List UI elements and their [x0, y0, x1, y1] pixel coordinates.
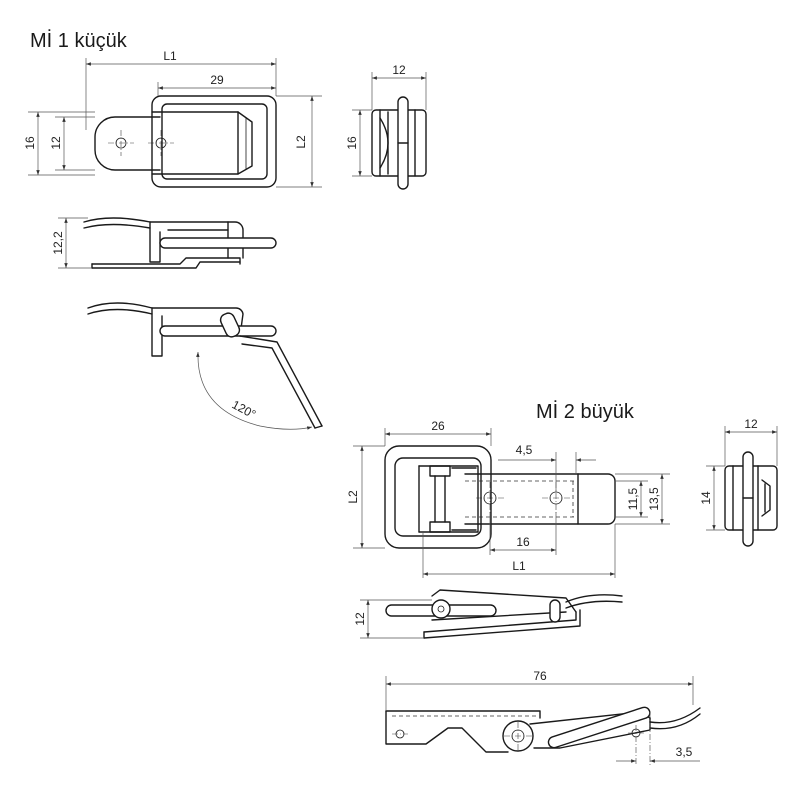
- mi2-open-dimensions: 76 3,5: [385, 669, 700, 763]
- mi1-dim-l1: L1: [163, 49, 177, 63]
- mi2-dim-13-5: 13,5: [647, 487, 661, 511]
- mi2-closed-side-view: [385, 589, 623, 639]
- mi1-top-dimensions: L1 29 16 12 L2: [23, 49, 322, 188]
- mi1-dim-12: 12: [49, 136, 63, 150]
- mi1-closed-side-view: [83, 217, 277, 269]
- mi1-title: Mİ 1 küçük: [30, 29, 128, 52]
- mi1-closed-dimensions: 12,2: [51, 217, 92, 269]
- mi2-closed-dimensions: 12: [353, 599, 432, 639]
- mi1-dim-16: 16: [23, 136, 37, 150]
- mi2-end-dimensions: 12 14: [699, 417, 778, 531]
- mi2-top-view: [384, 445, 616, 549]
- mi1-end-dimensions: 12 16: [345, 63, 427, 177]
- mi2-dim-3-5: 3,5: [676, 745, 693, 759]
- mi2-dim-12: 12: [353, 612, 367, 626]
- mi1-end-view: [371, 96, 427, 190]
- mi2-dim-l2: L2: [346, 490, 360, 504]
- mi2-top-dimensions: 26 4,5 L2 11,5 13,5 16 L1: [346, 419, 670, 578]
- mi1-side-dim-12: 12: [392, 63, 406, 77]
- mi2-title: Mİ 2 büyük: [536, 400, 635, 423]
- mi2-side-dim-14: 14: [699, 491, 713, 505]
- mi1-dim-l2: L2: [294, 135, 308, 149]
- mi2-dim-11-5: 11,5: [626, 487, 640, 510]
- mi1-side-dim-16: 16: [345, 136, 359, 150]
- mi2-dim-16: 16: [516, 535, 530, 549]
- mi1-open-side-view: 120°: [87, 302, 323, 430]
- mi1-top-view: [94, 95, 277, 188]
- mi2-side-dim-12: 12: [744, 417, 758, 431]
- mi2-end-view: [724, 451, 778, 547]
- mi2-dim-l1: L1: [512, 559, 526, 573]
- mi2-dim-4-5: 4,5: [516, 443, 533, 457]
- mi1-angle-120: 120°: [230, 397, 259, 421]
- mi1-dim-29: 29: [210, 73, 224, 87]
- mi2-dim-76: 76: [533, 669, 547, 683]
- mi1-dim-12-2: 12,2: [51, 231, 65, 255]
- mi2-dim-26: 26: [431, 419, 445, 433]
- mi2-open-side-view: [385, 706, 701, 765]
